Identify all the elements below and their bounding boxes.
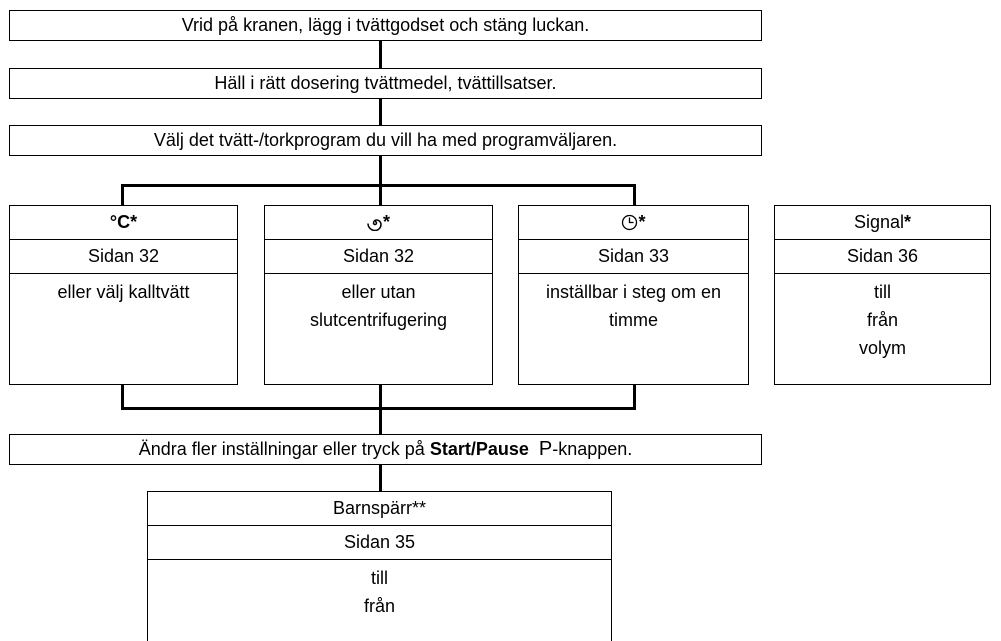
option-signal-page: Sidan 36 (775, 240, 990, 274)
option-spin-desc: eller utan slutcentrifugering (309, 282, 448, 330)
branch-top-bar (121, 184, 636, 187)
step-1-box: Vrid på kranen, lägg i tvättgodset och s… (9, 10, 762, 41)
step-1-text: Vrid på kranen, lägg i tvättgodset och s… (181, 15, 590, 35)
option-signal: Signal* Sidan 36 till från volym (774, 205, 991, 385)
step-2-box: Häll i rätt dosering tvättmedel, tvättil… (9, 68, 762, 99)
connector-5 (379, 465, 382, 491)
option-spin-header: * (265, 206, 492, 240)
option-spin-page: Sidan 32 (265, 240, 492, 274)
timer-icon (622, 214, 638, 231)
step-2-text: Häll i rätt dosering tvättmedel, tvättil… (214, 73, 557, 93)
childlock-header: Barnspärr** (148, 492, 611, 526)
option-temperature-page: Sidan 32 (10, 240, 237, 274)
option-timer-page: Sidan 33 (519, 240, 748, 274)
childlock-box: Barnspärr** Sidan 35 till från (147, 491, 612, 641)
step-4-box: Ändra fler inställningar eller tryck på … (9, 434, 762, 465)
connector-2 (379, 99, 382, 125)
branch-mid-drop (379, 184, 382, 205)
option-temperature-desc: eller välj kalltvätt (57, 282, 190, 302)
option-signal-desc: till från volym (858, 282, 906, 358)
branch-left-drop (121, 184, 124, 205)
option-timer-desc: inställbar i steg om en timme (545, 282, 722, 330)
branch-right-drop (633, 184, 636, 205)
option-timer: * Sidan 33 inställbar i steg om en timme (518, 205, 749, 385)
start-pause-symbol: P (538, 438, 553, 460)
connector-1 (379, 41, 382, 68)
merge-mid-rise (379, 385, 382, 409)
connector-4 (379, 407, 382, 434)
step-3-text: Välj det tvätt-/torkprogram du vill ha m… (153, 130, 618, 150)
temperature-icon: °C (109, 212, 131, 232)
merge-right-rise (633, 385, 636, 409)
connector-3 (379, 156, 382, 186)
childlock-desc: till från (363, 568, 396, 616)
option-temperature: °C* Sidan 32 eller välj kalltvätt (9, 205, 238, 385)
option-temperature-header: °C* (10, 206, 237, 240)
step-3-box: Välj det tvätt-/torkprogram du vill ha m… (9, 125, 762, 156)
start-pause-label: Start/Pause (429, 439, 529, 459)
option-spin: * Sidan 32 eller utan slutcentrifugering (264, 205, 493, 385)
merge-bottom-bar (121, 407, 636, 410)
childlock-page: Sidan 35 (148, 526, 611, 560)
option-timer-header: * (519, 206, 748, 240)
merge-left-rise (121, 385, 124, 409)
step-4-text: Ändra fler inställningar eller tryck på … (138, 438, 633, 460)
spin-icon (367, 218, 382, 231)
option-signal-header: Signal* (775, 206, 990, 240)
